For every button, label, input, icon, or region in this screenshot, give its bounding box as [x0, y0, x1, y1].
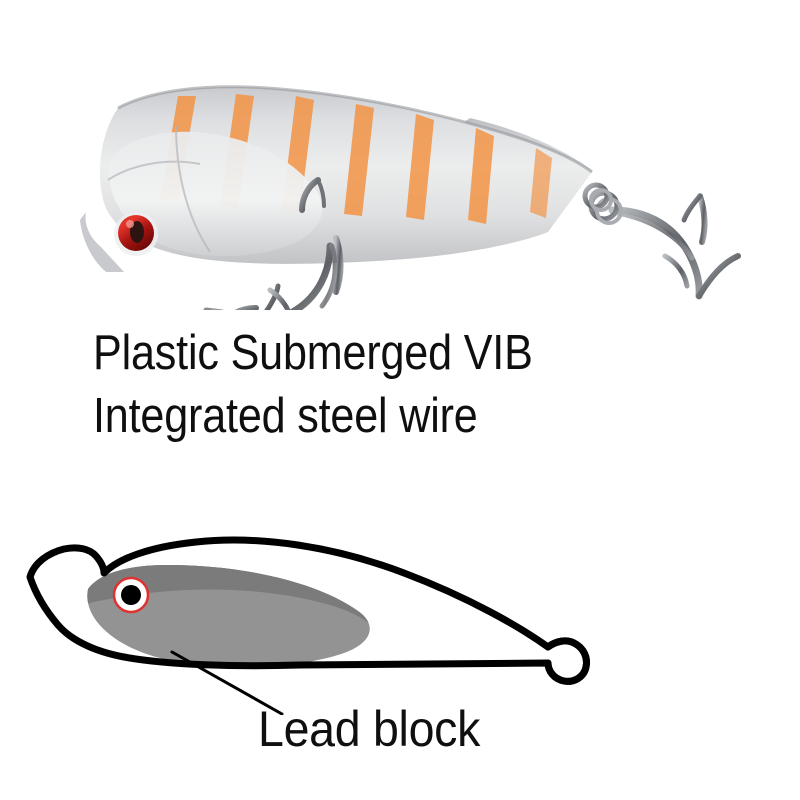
product-photo [0, 60, 800, 310]
tail-wire-loop [544, 637, 590, 685]
nose-plate [80, 212, 124, 272]
leader-line [170, 650, 284, 715]
lure-cutaway-diagram [0, 515, 800, 715]
diagram-eye [112, 576, 150, 614]
caption-block: Plastic Submerged VIB Integrated steel w… [93, 322, 733, 448]
rear-treble-hook [588, 190, 741, 300]
hook-point [316, 178, 326, 208]
hook-shank [299, 177, 321, 213]
dorsal-edge [117, 85, 593, 174]
lead-block-label: Lead block [258, 701, 481, 757]
caption-line-2: Integrated steel wire [93, 389, 478, 443]
head-seams [107, 125, 211, 253]
tail-split-ring [582, 182, 613, 212]
lure-eye [114, 212, 158, 256]
belly-treble-hook [203, 235, 344, 310]
caption-line-1: Plastic Submerged VIB [93, 326, 533, 380]
